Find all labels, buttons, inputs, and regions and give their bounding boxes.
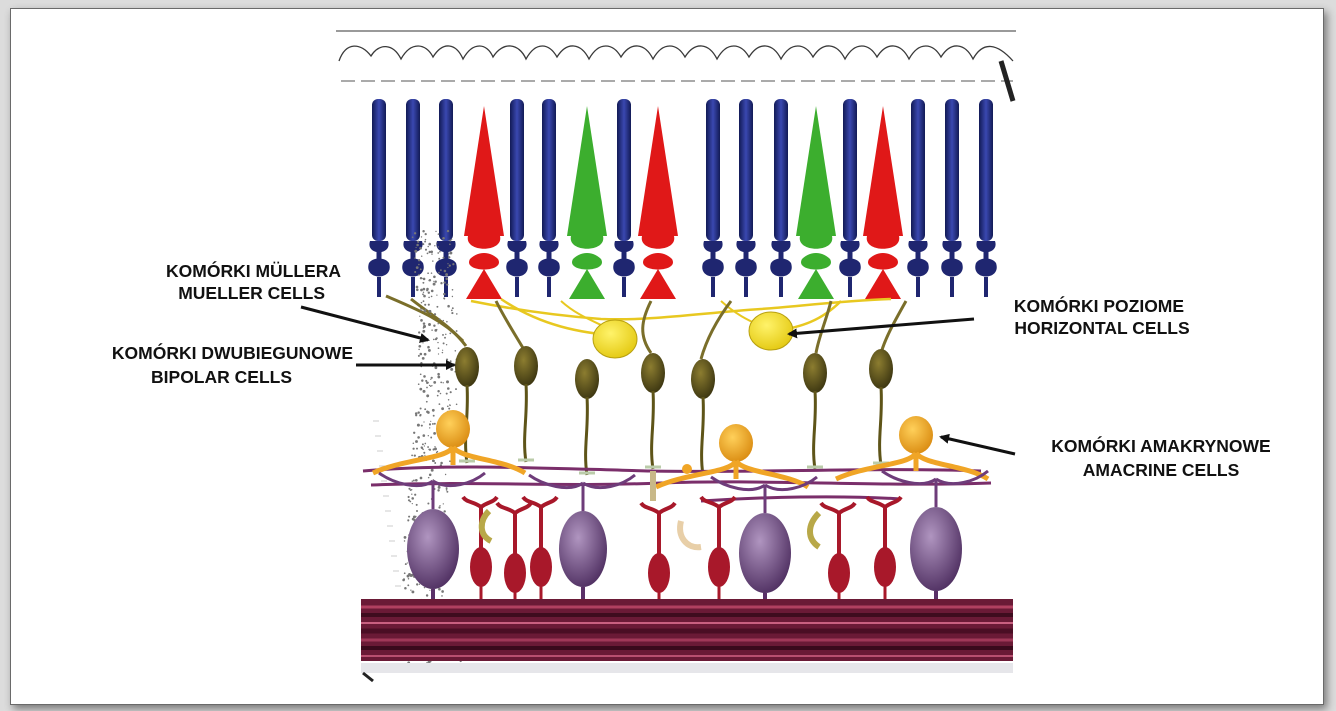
bipolar-cell xyxy=(514,346,538,462)
rod-cell xyxy=(506,99,528,297)
rod-cell xyxy=(402,99,424,297)
red-cone-cell xyxy=(638,106,678,299)
rod-cell xyxy=(770,99,792,297)
label-bipolar: KOMÓRKI DWUBIEGUNOWE BIPOLAR CELLS xyxy=(112,342,353,387)
bipolar-cells xyxy=(455,346,893,475)
red-cone-cell xyxy=(464,106,504,299)
rod-cell xyxy=(941,99,963,297)
arrow-horizontal xyxy=(789,319,974,334)
arrow-mueller xyxy=(301,307,428,340)
bipolar-cell xyxy=(641,353,665,469)
rod-cell xyxy=(538,99,560,297)
label-amacrine: KOMÓRKI AMAKRYNOWE AMACRINE CELLS xyxy=(1051,435,1270,480)
green-cone-cell xyxy=(796,106,836,299)
pigment-epithelium-layer xyxy=(336,29,1016,101)
inner-plexiform-layer xyxy=(363,410,991,601)
figure-frame: KOMÓRKI MÜLLERA MUELLER CELLS KOMÓRKI DW… xyxy=(10,8,1324,705)
label-amacrine-line1: KOMÓRKI AMAKRYNOWE xyxy=(1051,435,1270,456)
bipolar-cell xyxy=(575,359,599,475)
label-mueller: KOMÓRKI MÜLLERA MUELLER CELLS xyxy=(166,260,341,303)
bipolar-cell xyxy=(691,359,715,475)
rod-cell xyxy=(735,99,757,297)
rod-cell xyxy=(907,99,929,297)
red-cone-cell xyxy=(863,106,903,299)
red-neuron xyxy=(523,497,557,601)
rod-cell xyxy=(702,99,724,297)
green-cone-cell xyxy=(567,106,607,299)
label-mueller-line1: KOMÓRKI MÜLLERA xyxy=(166,260,341,281)
ganglion-cell xyxy=(882,471,988,601)
red-neuron xyxy=(821,503,855,601)
rod-cell xyxy=(368,99,390,297)
label-horizontal: KOMÓRKI POZIOME HORIZONTAL CELLS xyxy=(1014,295,1190,338)
red-neuron xyxy=(867,497,901,601)
bipolar-cell xyxy=(869,349,893,465)
retina-diagram: KOMÓRKI MÜLLERA MUELLER CELLS KOMÓRKI DW… xyxy=(11,9,1323,704)
arrow-amacrine xyxy=(941,437,1015,454)
amacrine-cell xyxy=(373,410,525,473)
rod-cell xyxy=(435,99,457,297)
red-neuron xyxy=(641,503,675,601)
red-neuron xyxy=(463,497,497,601)
ganglion-cell xyxy=(379,473,485,601)
nerve-fiber-layer xyxy=(361,599,1013,681)
label-bipolar-line1: KOMÓRKI DWUBIEGUNOWE xyxy=(112,342,353,363)
rod-cell xyxy=(975,99,997,297)
photoreceptor-layer xyxy=(368,99,997,299)
label-horizontal-line2: HORIZONTAL CELLS xyxy=(1014,318,1189,338)
bipolar-cell xyxy=(803,353,827,469)
rod-cell xyxy=(613,99,635,297)
amacrine-cell xyxy=(656,424,808,487)
rod-cell xyxy=(839,99,861,297)
label-bipolar-line2: BIPOLAR CELLS xyxy=(151,367,292,387)
label-mueller-line2: MUELLER CELLS xyxy=(178,283,325,303)
red-neuron xyxy=(701,497,735,601)
red-neuron xyxy=(497,503,531,601)
label-horizontal-line1: KOMÓRKI POZIOME xyxy=(1014,295,1184,316)
label-amacrine-line2: AMACRINE CELLS xyxy=(1083,460,1240,480)
